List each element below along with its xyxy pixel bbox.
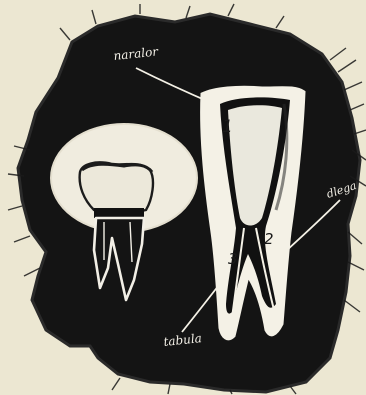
label-number-one: 1 [222,117,233,137]
label-number-two: 2 [264,230,274,248]
small-tooth-neck-band [94,208,144,218]
label-number-three: 3 [228,250,238,268]
small-tooth-crown [80,162,153,213]
